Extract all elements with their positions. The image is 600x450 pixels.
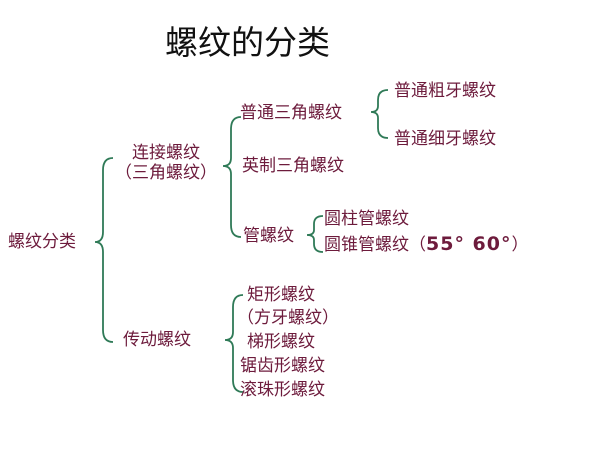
connection-brace [222,116,242,238]
transmission-node: 传动螺纹 [123,330,191,350]
ordinary-brace [370,89,389,139]
connection-label: 连接螺纹 [132,143,200,163]
pipe-thread-node: 管螺纹 [243,226,294,246]
conical-pipe-row: 圆锥管螺纹（55° 60°） [324,234,529,255]
angles-value: 55° 60° [426,233,512,255]
root-node: 螺纹分类 [8,232,76,252]
pipe-brace [306,215,324,253]
ball-thread-node: 滚珠形螺纹 [240,380,325,400]
page-title: 螺纹的分类 [165,23,330,62]
transmission-brace [224,294,244,393]
connection-sub: （三角螺纹） [115,163,217,183]
fine-thread-node: 普通细牙螺纹 [394,129,496,149]
angles-open: （ [409,235,426,255]
trapezoidal-thread-node: 梯形螺纹 [247,332,315,352]
rectangular-thread-node: 矩形螺纹 [247,285,315,305]
british-triangle-node: 英制三角螺纹 [242,156,344,176]
root-brace [94,157,114,343]
coarse-thread-node: 普通粗牙螺纹 [394,81,496,101]
buttress-thread-node: 锯齿形螺纹 [240,356,325,376]
square-tooth-node: （方牙螺纹） [237,308,339,328]
connection-node: 连接螺纹 （三角螺纹） [112,143,220,183]
ordinary-triangle-node: 普通三角螺纹 [240,103,342,123]
angles-close: ） [511,235,529,255]
cylindrical-pipe-node: 圆柱管螺纹 [324,209,409,229]
conical-pipe-label: 圆锥管螺纹 [324,235,409,255]
